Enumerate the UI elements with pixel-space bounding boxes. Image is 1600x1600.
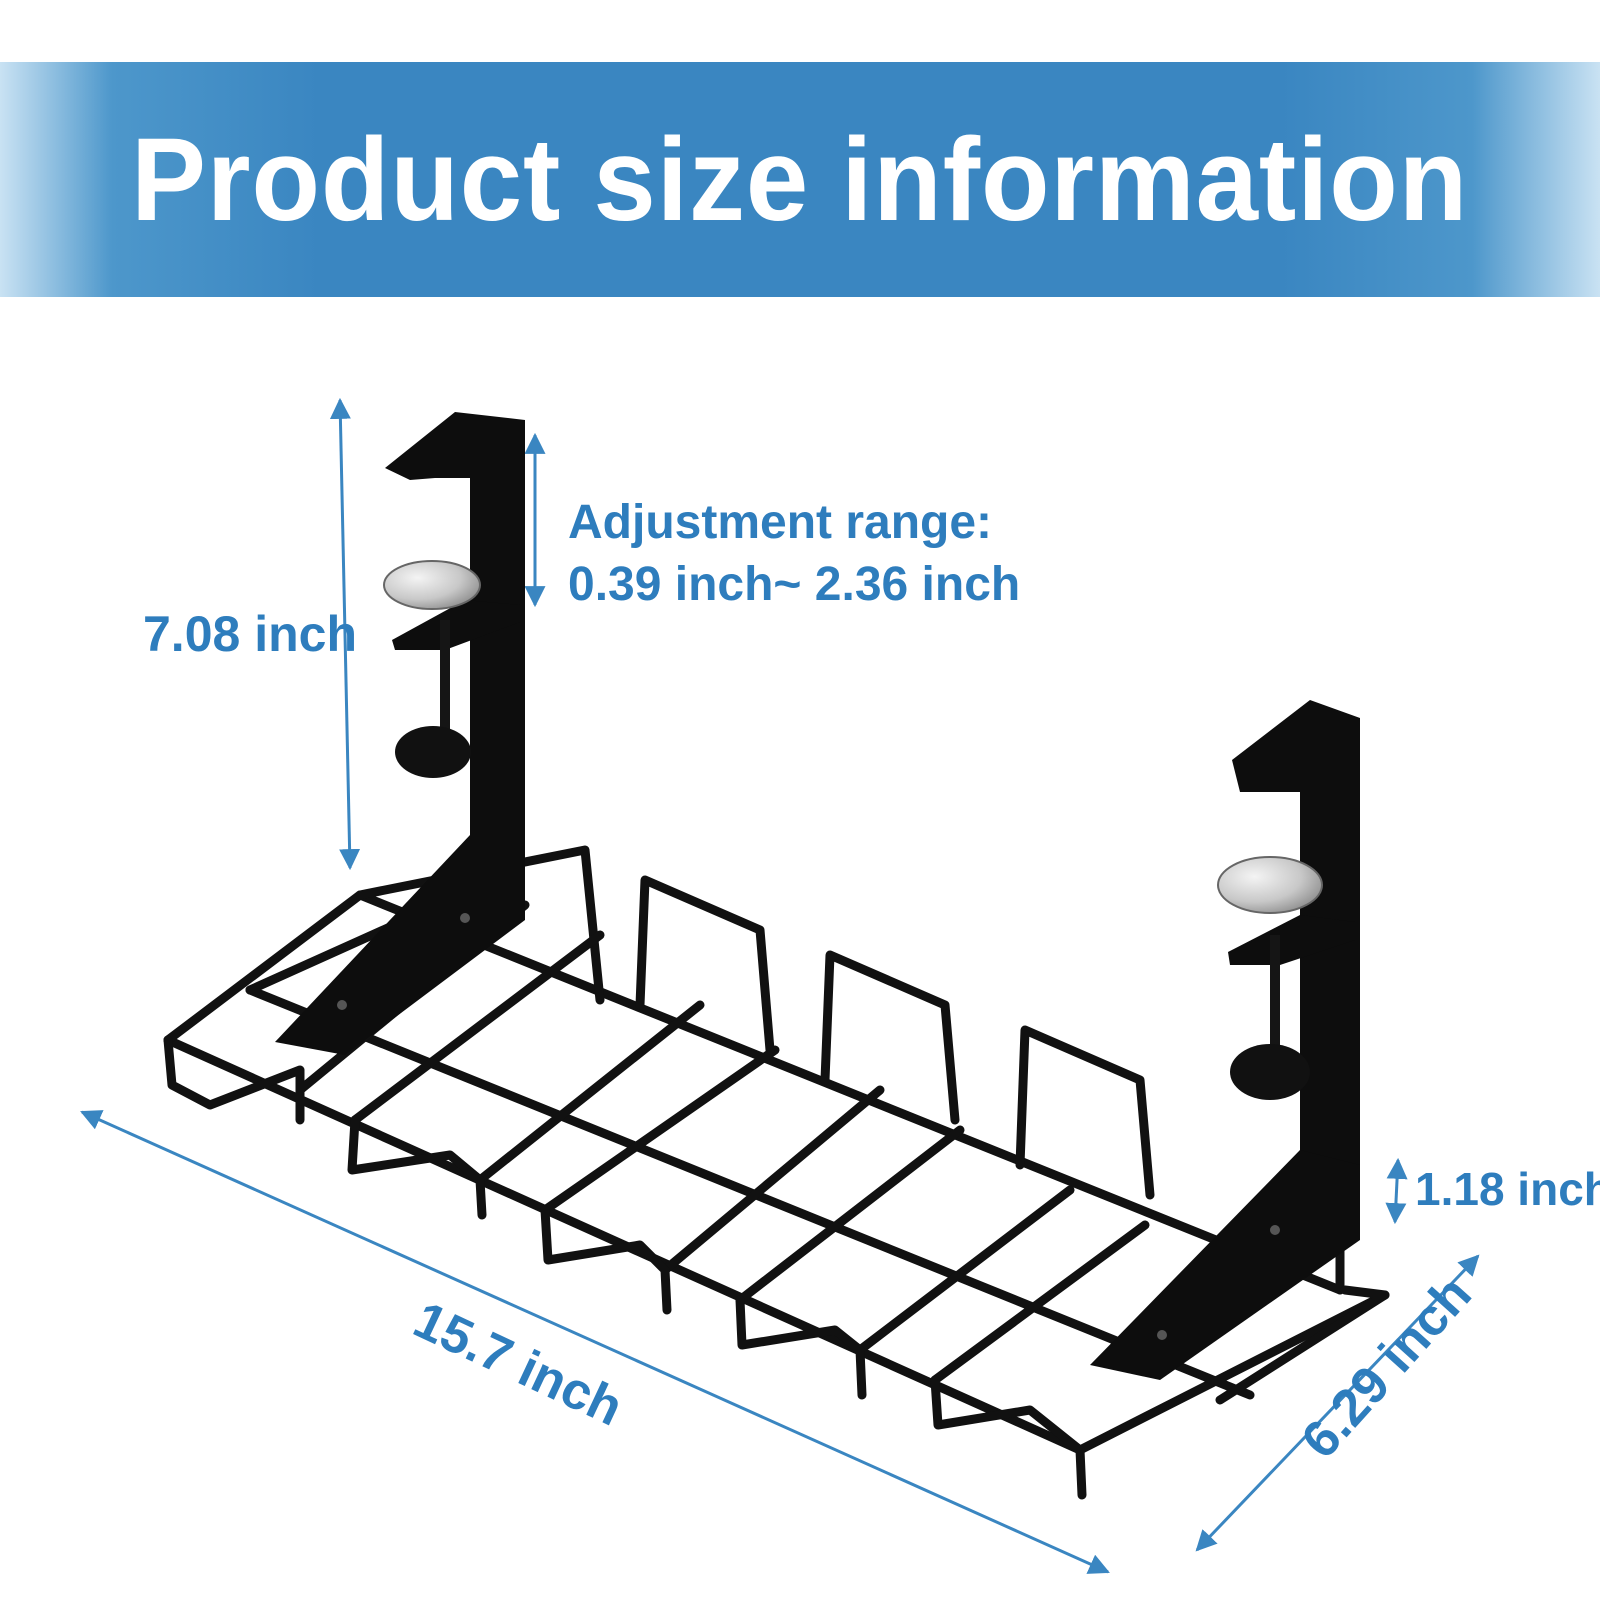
depth-arrow — [1195, 1254, 1480, 1552]
height-arrow — [329, 397, 361, 871]
right-clamp-bracket — [1090, 700, 1360, 1380]
wire-height-arrow — [1385, 1157, 1408, 1225]
length-arrow — [80, 1110, 1110, 1574]
wire-basket — [163, 845, 1390, 1500]
title-banner: Product size information — [0, 62, 1600, 297]
adjustment-range-value: 0.39 inch~ 2.36 inch — [568, 558, 1021, 611]
banner-title: Product size information — [131, 113, 1469, 246]
height-label: 7.08 inch — [143, 606, 357, 662]
left-clamp-bracket — [275, 412, 525, 1055]
adjustment-range-title: Adjustment range: — [568, 496, 993, 549]
adjustment-range-label: Adjustment range: 0.39 inch~ 2.36 inch — [568, 492, 1020, 616]
wire-height-label: 1.18 inch — [1415, 1163, 1600, 1215]
